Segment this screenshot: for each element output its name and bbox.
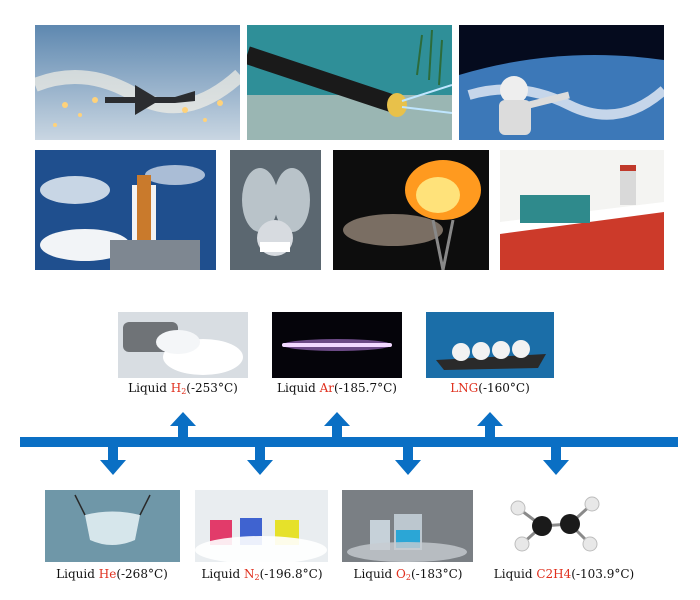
formula-main: O <box>396 567 406 581</box>
liquid-nitrogen-photo <box>195 490 328 562</box>
formula-text: N2 <box>244 567 260 582</box>
liquid-hydrogen-label: Liquid H2(-253°C) <box>113 381 253 396</box>
lng-tanker-photo <box>426 312 554 378</box>
aircraft-flares-photo <box>35 25 240 140</box>
rocket-launch-photo <box>35 150 216 270</box>
formula-text: He <box>98 567 117 581</box>
temperature-text: (-268°C) <box>116 567 168 581</box>
formula-subscript: 2 <box>405 573 411 582</box>
chest-xray-doctor-photo <box>230 150 321 270</box>
formula-text: Ar <box>319 381 334 395</box>
label-prefix: Liquid <box>128 381 171 395</box>
arrow-down-icon <box>395 445 421 475</box>
arrow-down-icon <box>100 445 126 475</box>
formula-text: H2 <box>170 381 187 396</box>
temperature-text: (-185.7°C) <box>334 381 397 395</box>
temperature-text: (-160°C) <box>478 381 530 395</box>
liquid-oxygen-photo <box>342 490 473 562</box>
label-prefix: Liquid <box>277 381 320 395</box>
liquid-nitrogen-label: Liquid N2(-196.8°C) <box>188 567 336 582</box>
formula-text: O2 <box>396 567 411 582</box>
formula-subscript: 2 <box>181 387 187 396</box>
liquid-argon-photo <box>272 312 402 378</box>
arrow-down-icon <box>247 445 273 475</box>
arrow-down-icon <box>543 445 569 475</box>
label-prefix: Liquid <box>56 567 99 581</box>
airship-fire-photo <box>333 150 489 270</box>
formula-main: H <box>170 381 182 395</box>
liquid-ethylene-label: Liquid C2H4(-103.9°C) <box>484 567 644 581</box>
arrow-up-icon <box>477 412 503 440</box>
lng-label: LNG(-160°C) <box>420 381 560 395</box>
liquid-helium-photo <box>45 490 180 562</box>
liquid-oxygen-label: Liquid O2(-183°C) <box>338 567 478 582</box>
label-prefix: Liquid <box>201 567 244 581</box>
arrow-up-icon <box>324 412 350 440</box>
liquid-helium-label: Liquid He(-268°C) <box>42 567 182 581</box>
astronaut-space-photo <box>459 25 664 140</box>
formula-text: C2H4 <box>536 567 572 581</box>
temperature-text: (-253°C) <box>186 381 238 395</box>
temperature-text: (-183°C) <box>410 567 463 581</box>
label-prefix: Liquid <box>353 567 397 581</box>
liquid-hydrogen-photo <box>118 312 248 378</box>
arrow-up-icon <box>170 412 196 440</box>
ethylene-molecule-icon <box>500 488 610 560</box>
label-prefix: Liquid <box>493 567 537 581</box>
formula-main: N <box>244 567 255 581</box>
temperature-text: (-196.8°C) <box>259 567 323 581</box>
liquid-argon-label: Liquid Ar(-185.7°C) <box>262 381 412 395</box>
formula-subscript: 2 <box>254 573 260 582</box>
formula-text: LNG <box>450 381 479 395</box>
lng-ship-deck-photo <box>500 150 664 270</box>
timeline-bar <box>20 437 678 447</box>
temperature-text: (-103.9°C) <box>571 567 635 581</box>
undersea-cable-photo <box>247 25 452 140</box>
